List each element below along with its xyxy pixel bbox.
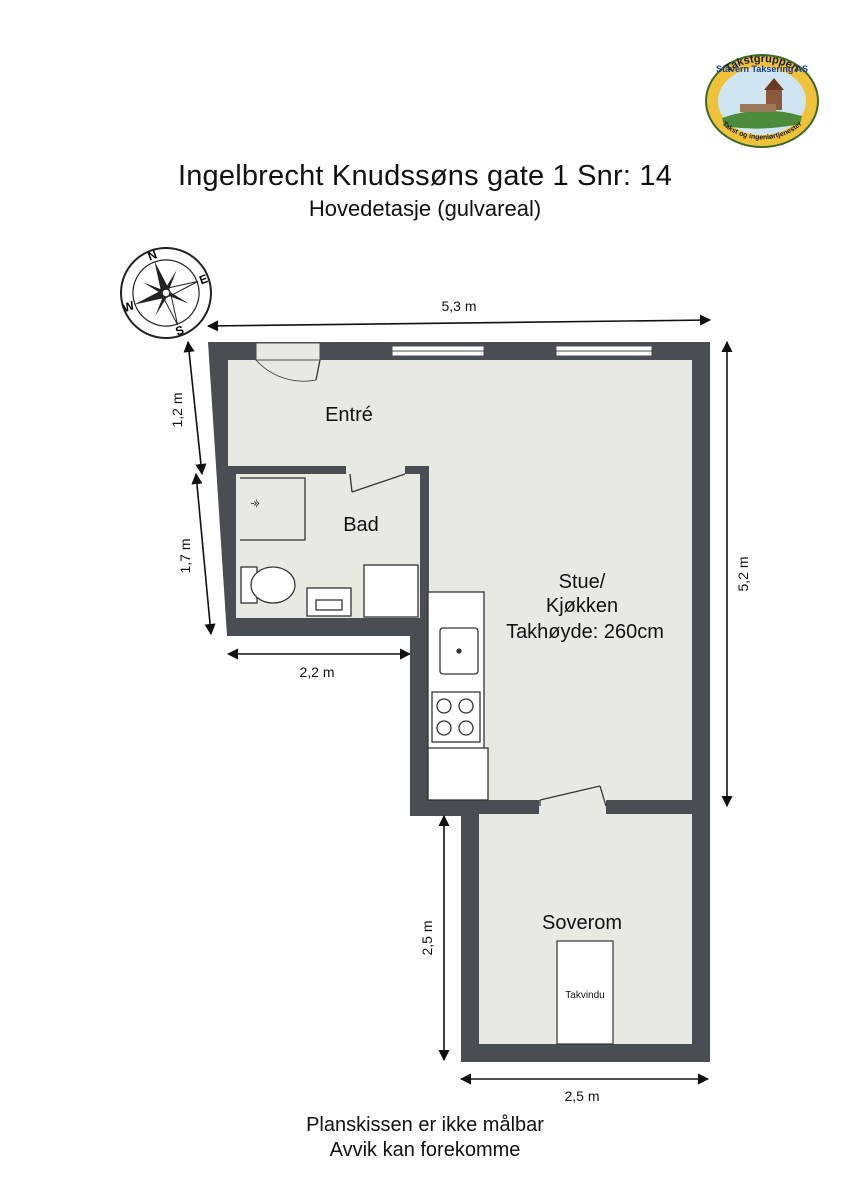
- skylight-label: Takvindu: [565, 990, 604, 1001]
- room-label-stue: Stue/: [559, 571, 606, 593]
- compass-rose: N E S W: [120, 247, 212, 339]
- skylight: Takvindu: [556, 940, 614, 1045]
- room-label-entre: Entré: [325, 404, 373, 426]
- dim-bath-width: 2,2 m: [299, 664, 334, 680]
- disclaimer-line-1: Planskissen er ikke målbar: [306, 1114, 544, 1136]
- plan-title: Ingelbrecht Knudssøns gate 1 Snr: 14: [177, 160, 673, 192]
- disclaimer-line-2: Avvik kan forekomme: [329, 1139, 521, 1161]
- room-label-soverom: Soverom: [542, 912, 622, 934]
- windows: [255, 342, 653, 361]
- interior-walls: [228, 466, 698, 814]
- kitchen-counter: [427, 591, 489, 801]
- compass-west-label: W: [121, 298, 137, 315]
- dim-right-height: 5,2 m: [735, 556, 751, 591]
- dimension-lines: [183, 314, 733, 1085]
- dim-left-lower: 1,7 m: [177, 538, 193, 573]
- dim-top-width: 5,3 m: [441, 298, 476, 314]
- room-label-kjokken: Kjøkken: [546, 595, 618, 617]
- shower-icon: ⚶: [249, 499, 261, 508]
- logo-mid-text: Stavern Taksering AS: [716, 64, 808, 74]
- bathroom-fixtures: ⚶: [240, 477, 419, 618]
- door-swings: [255, 359, 607, 807]
- dim-bedroom-height: 2,5 m: [419, 920, 435, 955]
- dim-bedroom-width: 2,5 m: [564, 1088, 599, 1104]
- room-label-bad: Bad: [343, 514, 379, 536]
- plan-subtitle: Hovedetasje (gulvareal): [308, 196, 542, 221]
- company-logo: Takstgruppen Stavern Taksering AS Takst …: [705, 53, 819, 148]
- room-label-takhoyde: Takhøyde: 260cm: [506, 621, 664, 643]
- dim-left-upper: 1,2 m: [169, 392, 185, 427]
